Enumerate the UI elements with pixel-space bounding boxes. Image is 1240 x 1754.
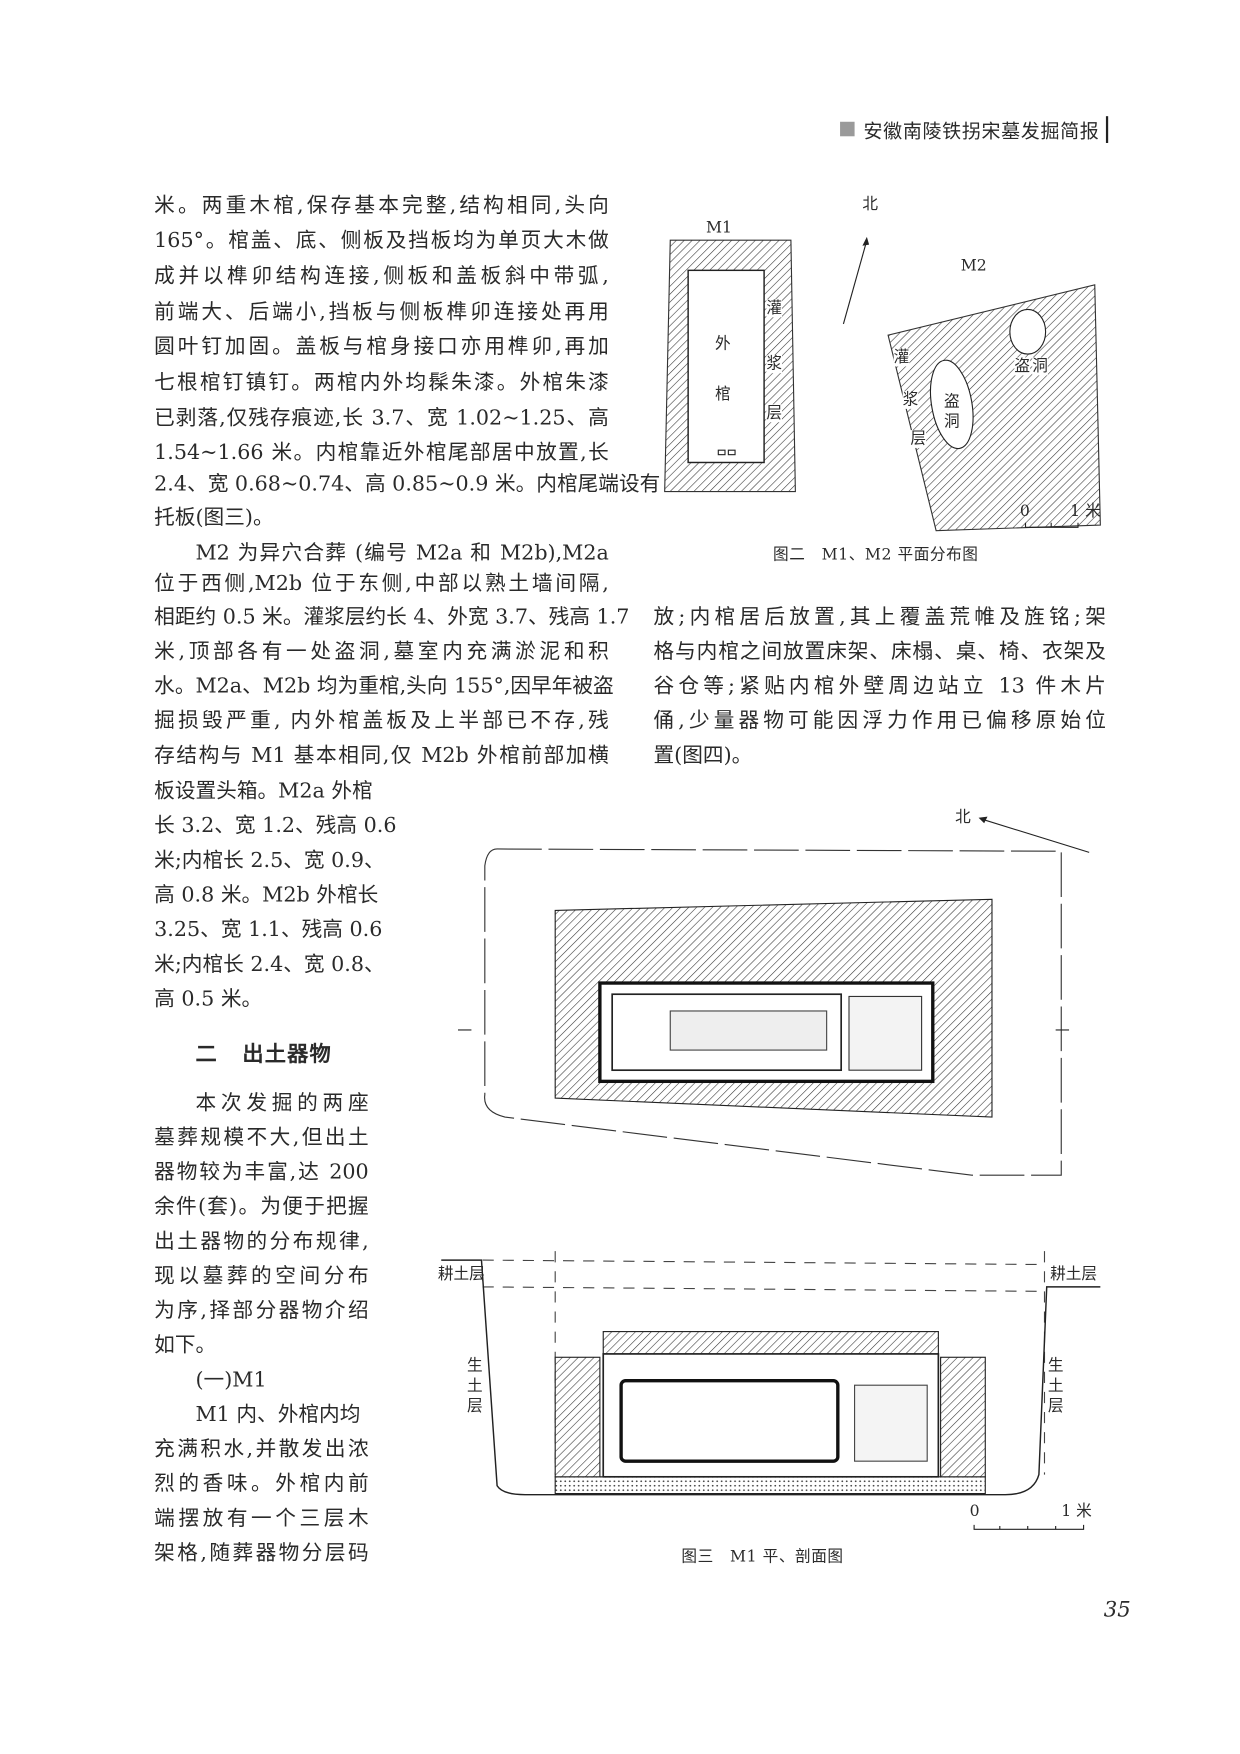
fig2-robbery-hole-b2: 洞	[1032, 357, 1048, 376]
text-line: 相距约 0.5 米。灌浆层约长 4、外宽 3.7、残高 1.7	[154, 605, 630, 629]
text-line: M2 为异穴合葬 (编号 M2a 和 M2b),M2a	[195, 541, 609, 566]
figure2-m2-plan	[887, 284, 1101, 532]
text-line: 米;内棺长 2.4、宽 0.8、	[154, 952, 385, 977]
figure2-m1-plan	[664, 239, 796, 493]
text-line: M1 内、外棺内均	[195, 1403, 361, 1427]
figure3-section	[441, 1251, 1101, 1496]
fig2-scale-one: 1 米	[1070, 502, 1101, 521]
text-line: 掘损毁严重, 内外棺盖板及上半部已不存,残	[154, 709, 609, 733]
fig2-m2-grout-2: 浆	[902, 390, 919, 409]
running-header: 安徽南陵铁拐宋墓发掘简报	[840, 115, 1109, 143]
text-line: 高 0.8 米。M2b 外棺长	[154, 883, 379, 908]
fig2-grout-1: 灌	[766, 299, 782, 318]
figure3-north-arrow	[978, 816, 1090, 853]
text-line: 板设置头箱。M2a 外棺	[154, 779, 373, 804]
fig3-topsoil-right: 耕土层	[1050, 1265, 1097, 1284]
text-line: 格与内棺之间放置床架、床榻、桌、椅、衣架及	[653, 640, 1106, 664]
text-line: 放;内棺居后放置,其上覆盖荒帷及旌铭;架	[653, 605, 1106, 629]
fig3-subsoil-left-3: 层	[466, 1397, 483, 1416]
text-line: 如下。	[154, 1333, 217, 1358]
text-line: 墓葬规模不大,但出土	[154, 1126, 369, 1150]
fig3-subsoil-left-1: 生	[466, 1357, 483, 1376]
fig3-subsoil-left-2: 土	[466, 1377, 483, 1396]
text-line: 3.25、宽 1.1、残高 0.6	[154, 918, 383, 942]
fig2-m1-label: M1	[706, 218, 732, 237]
text-line: 余件(套)。为便于把握	[154, 1195, 369, 1219]
text-line: 长 3.2、宽 1.2、残高 0.6	[154, 814, 397, 838]
fig3-topsoil-left: 耕土层	[437, 1265, 485, 1284]
section-number: 二	[195, 1042, 218, 1067]
fig2-grout-2: 浆	[766, 355, 782, 374]
header-square-icon	[840, 121, 855, 137]
text-line: 2.4、宽 0.68~0.74、高 0.85~0.9 米。内棺尾端设有	[154, 472, 661, 496]
figure3-caption: 图三 M1 平、剖面图	[681, 1548, 844, 1567]
fig3-scale-one: 1 米	[1061, 1502, 1092, 1521]
fig2-grout-3: 层	[766, 404, 782, 423]
text-line: 存结构与 M1 基本相同,仅 M2b 外棺前部加横	[154, 743, 609, 768]
text-line: 出土器物的分布规律,	[154, 1229, 369, 1254]
section-heading: 二出土器物	[195, 1038, 356, 1068]
text-line: 俑,少量器物可能因浮力作用已偏移原始位	[653, 709, 1106, 733]
text-line: 烈的香味。外棺内前	[154, 1472, 369, 1496]
text-line: 端摆放有一个三层木	[154, 1506, 369, 1531]
text-line: 成并以榫卯结构连接,侧板和盖板斜中带弧,	[154, 264, 609, 289]
text-line: 米;内棺长 2.5、宽 0.9、	[154, 848, 385, 873]
figure3-scale-bar	[973, 1524, 1085, 1530]
fig3-subsoil-right-1: 生	[1047, 1357, 1064, 1376]
figure2-north-arrow	[842, 236, 870, 325]
text-line: 圆叶钉加固。盖板与棺身接口亦用榫卯,再加	[154, 335, 609, 359]
fig2-robbery-hole-a2: 洞	[943, 413, 960, 432]
text-line: 1.54~1.66 米。内棺靠近外棺尾部居中放置,长	[154, 441, 609, 465]
text-line: 高 0.5 米。	[154, 987, 263, 1011]
text-line: (一)M1	[195, 1368, 267, 1392]
text-line: 托板(图三)。	[154, 506, 274, 530]
text-line: 本次发掘的两座	[195, 1091, 369, 1115]
fig2-m2-grout-3: 层	[910, 430, 927, 448]
text-line: 置(图四)。	[653, 743, 753, 768]
figure2-scale-bar	[1024, 522, 1079, 528]
text-line: 米,顶部各有一处盗洞,墓室内充满淤泥和积	[154, 640, 609, 664]
text-line: 器物较为丰富,达 200	[154, 1160, 369, 1185]
figure3-plan	[458, 848, 1070, 1176]
text-line: 已剥落,仅残存痕迹,长 3.7、宽 1.02~1.25、高	[154, 406, 609, 431]
fig2-robbery-hole-b1: 盗	[1014, 357, 1030, 376]
fig3-scale-zero: 0	[969, 1502, 980, 1521]
fig2-outer-coffin-1: 外	[714, 335, 731, 354]
text-line: 165°。棺盖、底、侧板及挡板均为单页大木做	[154, 229, 609, 253]
section-title: 出土器物	[242, 1042, 332, 1067]
page-number: 35	[1103, 1597, 1131, 1623]
text-line: 充满积水,并散发出浓	[154, 1437, 369, 1462]
text-line: 为序,择部分器物介绍	[154, 1299, 369, 1323]
fig3-subsoil-right-3: 层	[1047, 1397, 1064, 1416]
text-line: 架格,随葬器物分层码	[154, 1541, 369, 1566]
text-line: 位于西侧,M2b 位于东侧,中部以熟土墙间隔,	[154, 571, 609, 596]
figure2-caption: 图二 M1、M2 平面分布图	[773, 546, 979, 565]
fig2-m2-label: M2	[960, 256, 987, 275]
fig3-subsoil-right-2: 土	[1047, 1377, 1064, 1396]
fig2-scale-zero: 0	[1019, 502, 1030, 521]
fig2-m2-grout-1: 灌	[893, 348, 910, 367]
fig2-robbery-hole-a1: 盗	[943, 393, 960, 412]
text-line: 七根棺钉镇钉。两棺内外均髹朱漆。外棺朱漆	[154, 370, 609, 395]
text-line: 前端大、后端小,挡板与侧板榫卯连接处再用	[154, 300, 609, 324]
fig2-outer-coffin-2: 棺	[714, 385, 731, 404]
text-line: 现以墓葬的空间分布	[154, 1264, 369, 1289]
text-line: 米。两重木棺,保存基本完整,结构相同,头向	[154, 194, 609, 218]
fig3-north-label: 北	[955, 808, 971, 827]
text-line: 谷仓等;紧贴内棺外壁周边站立 13 件木片	[653, 674, 1106, 699]
fig2-north-label: 北	[862, 195, 879, 214]
running-title: 安徽南陵铁拐宋墓发掘简报	[863, 120, 1100, 143]
header-divider	[1106, 115, 1109, 143]
text-line: 水。M2a、M2b 均为重棺,头向 155°,因早年被盗	[154, 674, 614, 699]
